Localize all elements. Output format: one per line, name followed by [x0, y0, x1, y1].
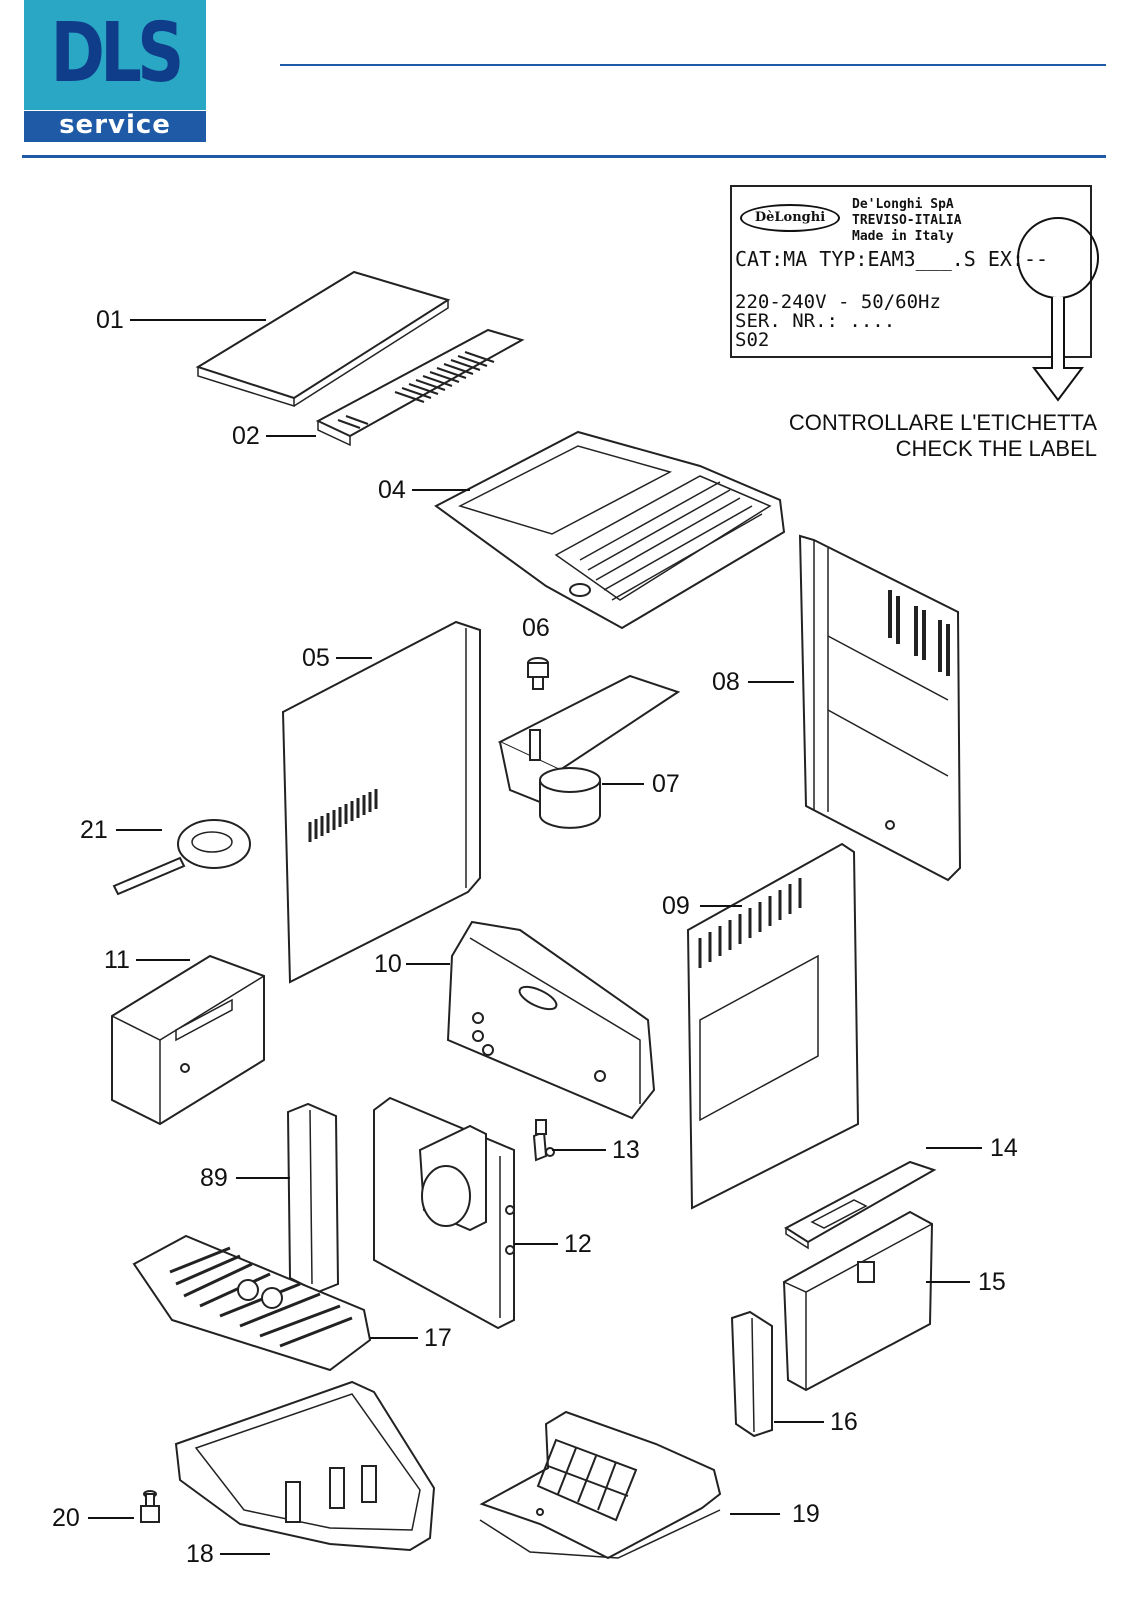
- part-10-control-panel: [446, 920, 656, 1120]
- voltage-line: 220-240V - 50/60Hz: [735, 291, 941, 313]
- rating-label: DèLonghi De'Longhi SpA TREVISO-ITALIA Ma…: [730, 185, 1092, 358]
- code-line: S02: [735, 329, 770, 351]
- callout-04: 04: [378, 476, 406, 504]
- part-08-right-panel: [798, 534, 962, 882]
- part-04-top-frame: [434, 430, 786, 630]
- callout-11: 11: [104, 946, 130, 974]
- company-city: TREVISO-ITALIA: [852, 213, 962, 228]
- part-13-clip: [532, 1119, 555, 1162]
- callout-89: 89: [200, 1164, 228, 1192]
- part-17-drip-grid: [132, 1234, 372, 1372]
- part-20-foot: [140, 1490, 160, 1523]
- callout-leaders: [88, 319, 982, 1555]
- part-12-front-frame: [373, 1096, 515, 1330]
- logo-main-text: DLS: [50, 6, 184, 101]
- spec-block: 220-240V - 50/60Hz SER. NR.: .... S02: [735, 293, 941, 350]
- part-11-water-tank: [111, 954, 265, 1126]
- logo-sub-text: service: [24, 111, 206, 142]
- callout-01: 01: [96, 306, 124, 334]
- company-name: De'Longhi SpA: [852, 197, 954, 212]
- part-02-grille: [315, 328, 525, 447]
- part-05-left-panel: [281, 620, 481, 984]
- logo-top-block: DLS: [24, 0, 206, 110]
- header-rule: [22, 155, 1106, 158]
- check-label-note: CONTROLLARE L'ETICHETTA CHECK THE LABEL: [789, 410, 1097, 462]
- callout-19: 19: [792, 1500, 820, 1528]
- company-block: De'Longhi SpA TREVISO-ITALIA Made in Ita…: [852, 197, 962, 245]
- part-01-lid: [195, 270, 451, 408]
- part-14-small-lid: [784, 1160, 937, 1250]
- part-06-knob: [527, 657, 549, 690]
- callout-07: 07: [652, 770, 680, 798]
- brand-logo: DèLonghi: [740, 204, 840, 232]
- callout-15: 15: [978, 1268, 1006, 1296]
- check-label-line-it: CONTROLLARE L'ETICHETTA: [788, 410, 1097, 435]
- part-21-scoop: [112, 819, 251, 896]
- callout-16: 16: [830, 1408, 858, 1436]
- callout-18: 18: [186, 1540, 214, 1568]
- part-89-side-cover: [286, 1102, 340, 1294]
- callout-02: 02: [232, 422, 260, 450]
- part-07-tray: [497, 674, 681, 829]
- callout-21: 21: [80, 816, 108, 844]
- label-highlight-arrow: [1017, 217, 1099, 402]
- callout-08: 08: [712, 668, 740, 696]
- serial-line: SER. NR.: ....: [735, 310, 896, 332]
- part-16-side-cover: [730, 1310, 773, 1438]
- company-origin: Made in Italy: [852, 229, 954, 244]
- callout-09: 09: [662, 892, 690, 920]
- callout-17: 17: [424, 1324, 452, 1352]
- cat-type-line: CAT:MA TYP:EAM3___.S EX:--: [735, 247, 1049, 271]
- callout-13: 13: [612, 1136, 640, 1164]
- dls-service-logo: DLS service: [24, 0, 206, 142]
- callout-05: 05: [302, 644, 330, 672]
- part-19-bottom-plate: [479, 1410, 722, 1560]
- callout-06: 06: [522, 614, 550, 642]
- header-rule-top: [280, 64, 1106, 66]
- part-15-drawer: [782, 1210, 934, 1392]
- callout-10: 10: [374, 950, 402, 978]
- check-label-line-en: CHECK THE LABEL: [895, 436, 1097, 461]
- part-09-right-side-panel: [686, 842, 860, 1210]
- callout-20: 20: [52, 1504, 80, 1532]
- part-18-base: [174, 1380, 436, 1552]
- callout-14: 14: [990, 1134, 1018, 1162]
- callout-12: 12: [564, 1230, 592, 1258]
